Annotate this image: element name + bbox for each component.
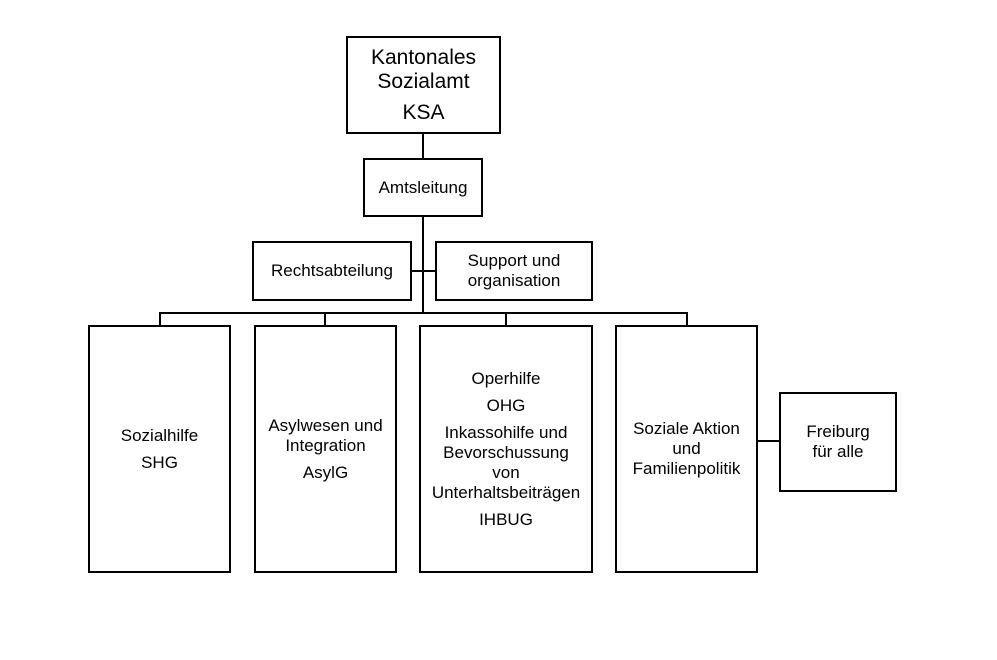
- opferhilfe-abbreviation: OHG: [486, 395, 526, 415]
- org-node-sozialhilfe[interactable]: Sozialhilfe SHG: [88, 325, 231, 573]
- connector-drop-soziale-aktion: [686, 312, 688, 326]
- asylwesen-name-line-1: Asylwesen und: [268, 415, 383, 435]
- support-name-line-1: Support und: [467, 251, 561, 270]
- inkassohilfe-name-line-4: Unterhaltsbeiträgen: [431, 482, 581, 502]
- org-node-asylwesen[interactable]: Asylwesen und Integration AsylG: [254, 325, 397, 573]
- inkassohilfe-name-line-3: von: [492, 462, 520, 482]
- org-node-soziale-aktion[interactable]: Soziale Aktion und Familienpolitik: [615, 325, 758, 573]
- rechtsabteilung-name: Rechtsabteilung: [271, 261, 393, 280]
- root-name-line-2: Sozialamt: [377, 69, 470, 93]
- connector-management-to-divisions: [422, 216, 424, 313]
- freiburg-name-line-2: für alle: [812, 442, 864, 461]
- org-node-opferhilfe[interactable]: Operhilfe OHG Inkassohilfe und Bevorschu…: [419, 325, 593, 573]
- connector-root-to-management: [422, 133, 424, 159]
- freiburg-name-line-1: Freiburg: [806, 422, 870, 441]
- asylwesen-abbreviation: AsylG: [302, 462, 349, 482]
- org-node-freiburg-fuer-alle[interactable]: Freiburg für alle: [779, 392, 897, 492]
- soziale-aktion-name-line-3: Familienpolitik: [632, 459, 741, 478]
- management-name: Amtsleitung: [378, 177, 468, 197]
- org-node-rechtsabteilung[interactable]: Rechtsabteilung: [252, 241, 412, 301]
- asylwesen-name-line-2: Integration: [285, 435, 366, 455]
- connector-drop-sozialhilfe: [159, 312, 161, 326]
- inkassohilfe-abbreviation: IHBUG: [479, 509, 533, 529]
- sozialhilfe-abbreviation: SHG: [141, 452, 178, 472]
- connector-division-bus: [159, 312, 688, 314]
- support-name-line-2: organisation: [467, 271, 561, 290]
- connector-staff-units: [410, 270, 437, 272]
- connector-drop-asylwesen: [324, 312, 326, 326]
- inkassohilfe-name-line-1: Inkassohilfe und: [444, 422, 568, 442]
- connector-sub-unit: [756, 440, 780, 442]
- org-node-support[interactable]: Support und organisation: [435, 241, 593, 301]
- opferhilfe-name: Operhilfe: [471, 368, 541, 388]
- org-node-management[interactable]: Amtsleitung: [363, 158, 483, 217]
- inkassohilfe-name-line-2: Bevorschussung: [443, 442, 569, 462]
- connector-drop-opferhilfe: [505, 312, 507, 326]
- sozialhilfe-name: Sozialhilfe: [120, 425, 199, 445]
- soziale-aktion-name-line-2: und: [672, 439, 701, 458]
- soziale-aktion-name-line-1: Soziale Aktion: [633, 419, 740, 438]
- org-node-root[interactable]: Kantonales Sozialamt KSA: [346, 36, 501, 134]
- root-abbreviation: KSA: [402, 100, 445, 124]
- root-name-line-1: Kantonales: [370, 45, 477, 69]
